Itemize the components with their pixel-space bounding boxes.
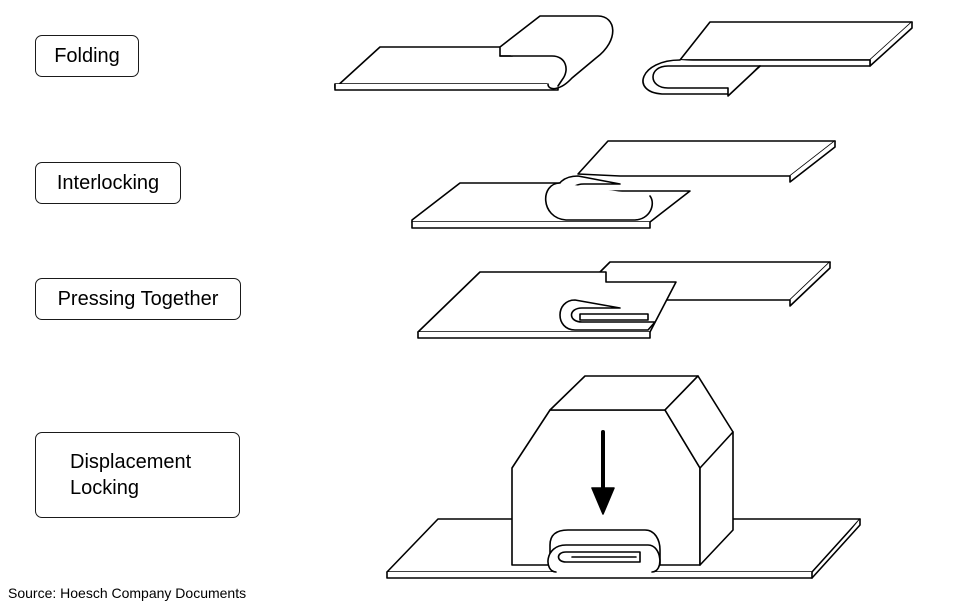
folding-sheet-left [334, 15, 614, 91]
label-folding: Folding [35, 35, 139, 77]
label-displacement-locking-text: Displacement Locking [70, 451, 192, 499]
label-folding-text: Folding [54, 45, 120, 67]
pressing-together-sheets [417, 261, 831, 339]
label-interlocking: Interlocking [35, 162, 181, 204]
source-caption: Source: Hoesch Company Documents [8, 585, 247, 601]
label-pressing-together-text: Pressing Together [57, 288, 219, 310]
down-arrow-icon [591, 430, 615, 515]
label-pressing-together: Pressing Together [35, 278, 241, 320]
folding-sheet-right [642, 21, 913, 97]
displacement-seam [547, 529, 661, 573]
label-interlocking-text: Interlocking [56, 172, 160, 194]
interlocking-sheets [411, 140, 836, 229]
label-displacement-locking: Displacement Locking [35, 432, 240, 518]
